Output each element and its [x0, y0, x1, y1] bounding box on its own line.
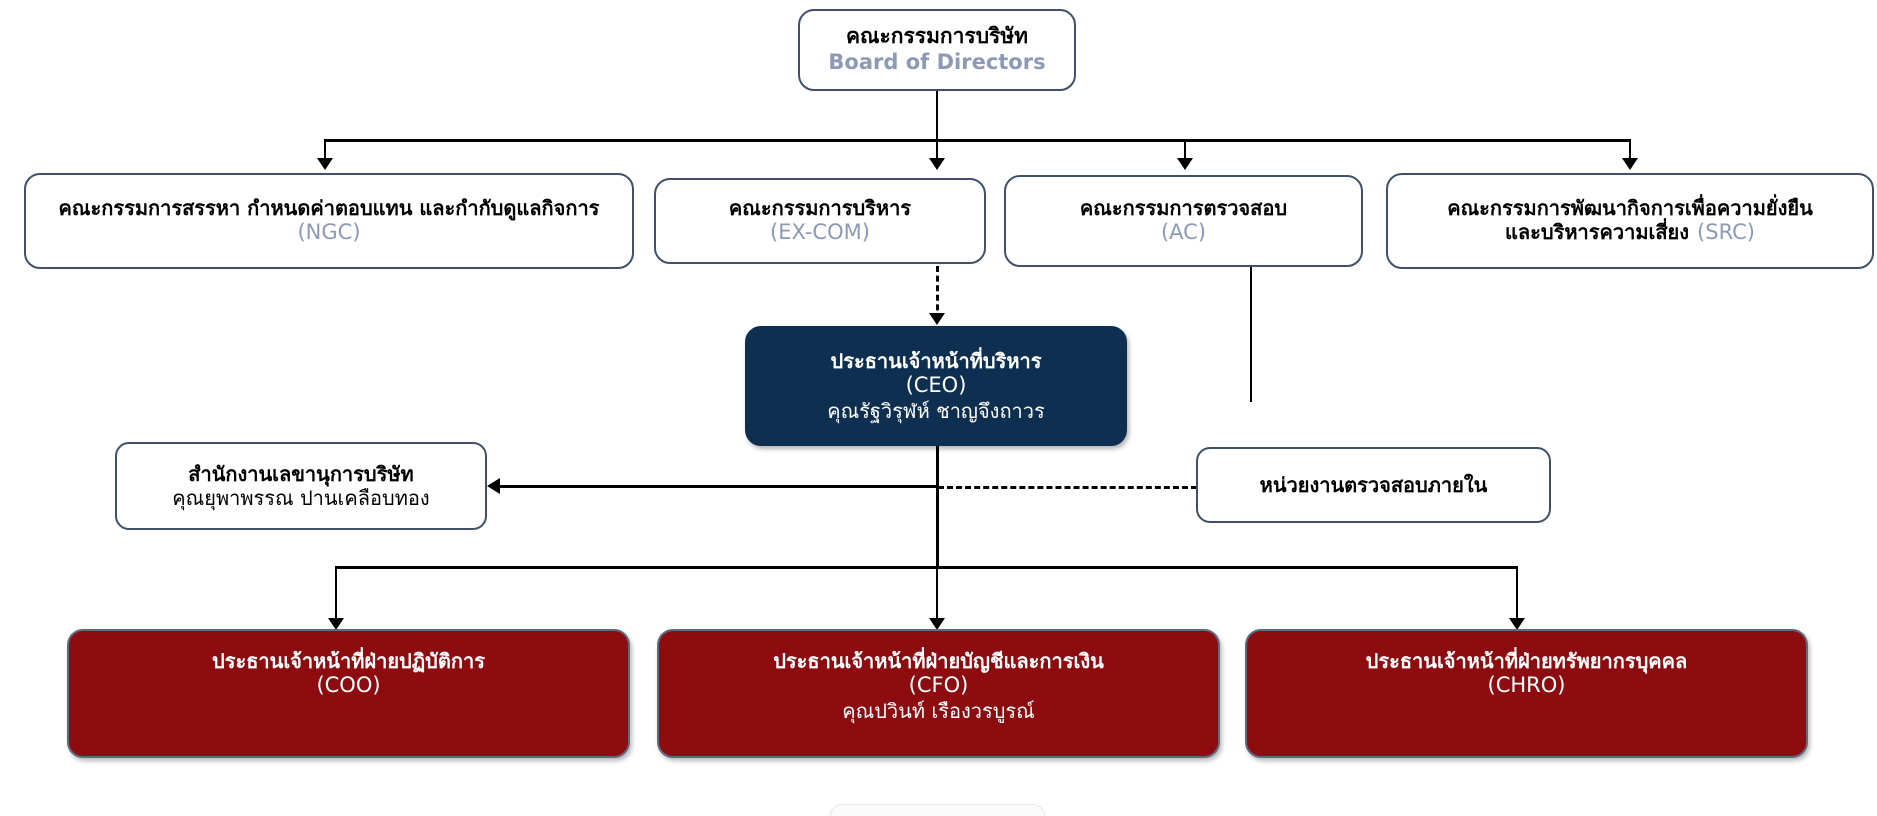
- coo-title-th: ประธานเจ้าหน้าที่ฝ่ายปฏิบัติการ: [212, 649, 485, 673]
- arrowhead-coo: [328, 618, 344, 630]
- secretary-title-th: สำนักงานเลขานุการบริษัท: [188, 461, 414, 486]
- node-committee-excom[interactable]: คณะกรรมการบริหาร (EX-COM): [654, 178, 986, 264]
- arrowhead-ceo: [929, 313, 945, 325]
- node-board-of-directors[interactable]: คณะกรรมการบริษัท Board of Directors: [798, 9, 1076, 91]
- ac-title-th: คณะกรรมการตรวจสอบ: [1079, 196, 1288, 220]
- cfo-title-th: ประธานเจ้าหน้าที่ฝ่ายบัญชีและการเงิน: [773, 649, 1104, 673]
- src-title-th-line1: คณะกรรมการพัฒนากิจการเพื่อความยั่งยืน: [1447, 196, 1813, 220]
- connector-drop-cfo: [936, 566, 938, 627]
- ceo-code: (CEO): [905, 373, 967, 398]
- chro-code: (CHRO): [1487, 673, 1566, 698]
- src-title-th-line2: และบริหารความเสี่ยง: [1505, 220, 1690, 245]
- node-exec-cfo[interactable]: ประธานเจ้าหน้าที่ฝ่ายบัญชีและการเงิน (CF…: [657, 629, 1220, 758]
- ac-code: (AC): [1160, 220, 1207, 245]
- ceo-person: คุณรัฐวิรุฬห์ ชาญจึงถาวร: [827, 398, 1045, 423]
- internal-audit-title-th: หน่วยงานตรวจสอบภายใน: [1259, 472, 1488, 497]
- node-partial-bottom: [830, 804, 1045, 816]
- node-committee-ac[interactable]: คณะกรรมการตรวจสอบ (AC): [1004, 175, 1363, 267]
- connector-exec-bus: [335, 566, 1518, 569]
- connector-internal-audit-dashed: [938, 486, 1197, 489]
- arrowhead-ngc: [317, 158, 333, 170]
- excom-title-th: คณะกรรมการบริหาร: [728, 196, 912, 220]
- cfo-person: คุณปวินท์ เรืองวรบูรณ์: [842, 699, 1035, 723]
- arrowhead-src: [1622, 158, 1638, 170]
- connector-board-stem: [936, 91, 938, 140]
- node-committee-ngc[interactable]: คณะกรรมการสรรหา กำหนดค่าตอบแทน และกำกับด…: [24, 173, 634, 269]
- connector-excom-to-ceo-dashed: [936, 266, 939, 320]
- node-exec-chro[interactable]: ประธานเจ้าหน้าที่ฝ่ายทรัพยากรบุคคล (CHRO…: [1245, 629, 1808, 758]
- ngc-title-th: คณะกรรมการสรรหา กำหนดค่าตอบแทน และกำกับด…: [58, 196, 600, 220]
- arrowhead-cfo: [929, 618, 945, 630]
- secretary-person: คุณยุพาพรรณ ปานเคลือบทอง: [172, 486, 430, 510]
- connector-ceo-spine: [936, 446, 939, 568]
- cfo-code: (CFO): [908, 673, 969, 698]
- arrowhead-excom: [929, 158, 945, 170]
- connector-drop-ngc: [324, 139, 326, 165]
- src-code: (SRC): [1697, 220, 1755, 245]
- board-title-th: คณะกรรมการบริษัท: [845, 24, 1028, 49]
- ceo-title-th: ประธานเจ้าหน้าที่บริหาร: [830, 348, 1042, 373]
- connector-committee-bus: [325, 139, 1631, 142]
- node-internal-audit[interactable]: หน่วยงานตรวจสอบภายใน: [1196, 447, 1551, 523]
- board-title-en: Board of Directors: [828, 50, 1046, 74]
- excom-code: (EX-COM): [770, 220, 870, 245]
- connector-secretary-solid: [500, 485, 937, 488]
- connector-drop-coo: [335, 566, 337, 627]
- coo-code: (COO): [316, 673, 381, 698]
- arrowhead-secretary: [487, 478, 500, 494]
- chro-title-th: ประธานเจ้าหน้าที่ฝ่ายทรัพยากรบุคคล: [1365, 649, 1688, 673]
- connector-drop-src: [1629, 139, 1631, 165]
- connector-drop-excom: [936, 139, 938, 165]
- connector-drop-chro: [1516, 566, 1518, 627]
- node-committee-src[interactable]: คณะกรรมการพัฒนากิจการเพื่อความยั่งยืน แล…: [1386, 173, 1874, 269]
- ngc-code: (NGC): [297, 220, 361, 245]
- arrowhead-chro: [1509, 618, 1525, 630]
- node-company-secretary[interactable]: สำนักงานเลขานุการบริษัท คุณยุพาพรรณ ปานเ…: [115, 442, 487, 530]
- connector-ac-to-internal-audit: [1250, 267, 1252, 402]
- node-ceo[interactable]: ประธานเจ้าหน้าที่บริหาร (CEO) คุณรัฐวิรุ…: [745, 326, 1127, 446]
- node-exec-coo[interactable]: ประธานเจ้าหน้าที่ฝ่ายปฏิบัติการ (COO): [67, 629, 630, 758]
- arrowhead-ac: [1177, 158, 1193, 170]
- connector-drop-ac: [1184, 139, 1186, 165]
